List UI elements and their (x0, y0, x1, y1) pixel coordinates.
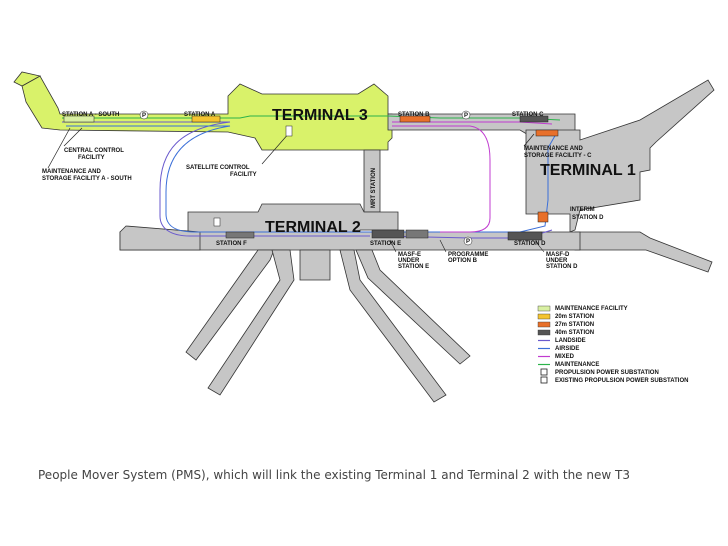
leader-programme (439, 239, 447, 253)
t2-pier-right-1 (339, 249, 447, 403)
station-b-marker (399, 115, 431, 123)
station-e-marker (371, 229, 405, 239)
terminal-2-title: TERMINAL 2 (265, 219, 361, 236)
central-control-label-1: CENTRAL CONTROL (64, 148, 124, 154)
central-control-label-2: FACILITY (78, 155, 105, 161)
leader-masf-d (535, 241, 545, 253)
station-markers (63, 110, 559, 246)
t2-pier-right-2 (355, 249, 471, 365)
station-e-label: STATION E (370, 241, 401, 247)
station-e-marker-2 (405, 229, 429, 239)
legend-label-3: 40m STATION (555, 330, 594, 336)
p-marker-d (463, 236, 473, 246)
legend-mark-9 (540, 376, 548, 384)
station-a-label: STATION A (184, 112, 216, 118)
leader-satellite (261, 131, 291, 165)
legend-mark-0 (537, 305, 551, 312)
station-f-label: STATION F (216, 241, 247, 247)
legend-label-9: EXISTING PROPULSION POWER SUBSTATION (555, 378, 688, 384)
masf-e-label-3: STATION E (398, 264, 429, 270)
programme-label-1: PROGRAMME (448, 252, 488, 258)
masf-e-label-2: UNDER (398, 258, 420, 264)
legend-label-6: MIXED (555, 354, 575, 360)
station-d-marker (507, 231, 543, 241)
t2-pier-center (299, 249, 331, 281)
t3-west-pier (13, 71, 42, 87)
legend-label-5: AIRSIDE (555, 346, 579, 352)
programme-label-2: OPTION B (448, 258, 478, 264)
p-label-b: P (464, 113, 468, 119)
terminal-3-title: TERMINAL 3 (272, 107, 368, 124)
terminal-1-building (525, 79, 715, 233)
satellite-control-label-2: FACILITY (230, 172, 257, 178)
p-marker-b (461, 110, 471, 120)
legend-label-0: MAINTENANCE FACILITY (555, 306, 628, 312)
leader-maint-a (47, 127, 71, 169)
maint-c-label-2: STORAGE FACILITY - C (524, 153, 592, 159)
legend-mark-1 (537, 313, 551, 320)
satellite-control-label-1: SATELLITE CONTROL (186, 165, 250, 171)
legend-label-4: LANDSIDE (555, 338, 586, 344)
station-c-label: STATION C (512, 112, 544, 118)
maint-a-label-2: STORAGE FACILITY A - SOUTH (42, 176, 132, 182)
station-d-label: STATION D (514, 241, 546, 247)
mrt-station-label: MRT STATION (371, 168, 377, 208)
interim-station-d-marker (537, 211, 549, 223)
legend-mark-8 (540, 368, 548, 376)
slide-caption: People Mover System (PMS), which will li… (38, 468, 630, 482)
leader-maint-c (523, 133, 535, 147)
masf-d-label-1: MASF-D (546, 252, 570, 258)
west-wing (119, 225, 201, 251)
terminal-1-title: TERMINAL 1 (540, 162, 636, 179)
legend-mark-3 (537, 329, 551, 336)
p-label-a: P (142, 113, 146, 119)
station-a-marker (191, 115, 221, 123)
p-label-d: P (466, 239, 470, 245)
legend-label-1: 20m STATION (555, 314, 594, 320)
t2-pier-left-2 (207, 249, 295, 396)
track-mixed (392, 125, 491, 233)
station-a-south-marker (63, 115, 95, 123)
maint-c-label-1: MAINTENANCE AND (524, 146, 583, 152)
legend-label-8: PROPULSION POWER SUBSTATION (555, 370, 659, 376)
legend-label-7: MAINTENANCE (555, 362, 599, 368)
leader-masf-e (389, 239, 397, 253)
masf-e-label-1: MASF-E (398, 252, 421, 258)
legend: MAINTENANCE FACILITY 20m STATION 27m STATI… (537, 305, 688, 384)
station-c-maint-marker (535, 129, 559, 137)
substation-box-t2 (213, 217, 221, 227)
legend-mark-2 (537, 321, 551, 328)
t2-pier-left-1 (185, 249, 275, 361)
station-f-marker (225, 231, 255, 239)
track-airside (66, 125, 557, 233)
leader-central-control (63, 127, 83, 147)
station-c-marker (519, 115, 549, 123)
building-footprints (13, 71, 715, 403)
station-b-label: STATION B (398, 112, 430, 118)
track-landside (62, 121, 370, 237)
interim-station-d-label-1: INTERIM (570, 207, 595, 213)
masf-d-label-2: UNDER (546, 258, 568, 264)
maint-a-label-1: MAINTENANCE AND (42, 169, 101, 175)
station-a-south-label: STATION A - SOUTH (62, 112, 119, 118)
terminal-1-lower-finger (574, 231, 713, 273)
masf-d-label-3: STATION D (546, 264, 578, 270)
legend-label-2: 27m STATION (555, 322, 594, 328)
substation-box-t3 (285, 125, 293, 137)
interim-station-d-label-2: STATION D (572, 215, 604, 221)
p-marker-a (139, 110, 149, 120)
lower-leaders (389, 239, 545, 253)
